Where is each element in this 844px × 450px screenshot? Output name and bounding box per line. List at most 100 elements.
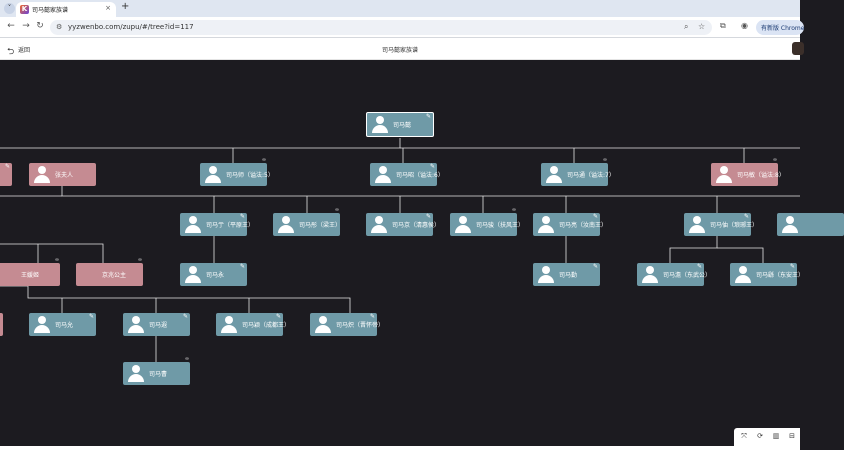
tree-node[interactable]: 司马允 ✎: [29, 313, 96, 336]
person-avatar-icon: [716, 166, 732, 183]
person-avatar-icon: [689, 216, 705, 233]
tab-search-icon[interactable]: ˅: [4, 3, 15, 14]
page-title: 司马懿家族谱: [381, 47, 418, 54]
tree-node[interactable]: 司马昭（谥法:6） ✎: [370, 163, 444, 186]
pencil-icon[interactable]: ✎: [592, 213, 598, 220]
person-avatar-icon: [538, 216, 554, 233]
pencil-icon[interactable]: ✎: [182, 313, 188, 320]
pencil-icon[interactable]: ✎: [4, 163, 10, 170]
link-icon[interactable]: ∞: [261, 157, 266, 163]
zoom-icon[interactable]: ⌕: [684, 22, 689, 31]
reload-icon[interactable]: ↻: [36, 21, 44, 31]
pencil-icon[interactable]: ✎: [425, 113, 431, 120]
pencil-icon[interactable]: ✎: [696, 263, 702, 270]
node-name: 司马通（谥法:7）: [567, 172, 615, 179]
tab-close-icon[interactable]: ×: [105, 4, 111, 12]
tree-node[interactable]: 王媛姬 ∞: [0, 257, 60, 286]
tree-node[interactable]: 司马伷（琅琊王） ✎: [684, 213, 759, 236]
tree-node[interactable]: 司马骏（扶风王） ∞: [450, 207, 525, 236]
refresh-icon[interactable]: ⟳: [757, 432, 763, 440]
node-name: 京兆公主: [102, 272, 127, 279]
link-icon[interactable]: ∞: [511, 207, 516, 213]
link-icon[interactable]: ∞: [772, 157, 777, 163]
forward-nav-icon[interactable]: →: [22, 21, 30, 31]
pencil-icon[interactable]: ✎: [425, 213, 431, 220]
family-tree-canvas[interactable]: 司马懿 ✎ ✎ 张夫人 司马师（谥法:5） ∞ 司马昭（谥法:6） ✎ 司马通（…: [0, 60, 844, 448]
tree-node[interactable]: 司马通（谥法:7） ∞: [541, 157, 615, 186]
node-name: 司马骏（扶风王）: [476, 222, 525, 229]
tree-node[interactable]: 司马遐 ✎: [123, 313, 190, 336]
link-icon[interactable]: ∞: [602, 157, 607, 163]
app-header: ⮌ 返回 司马懿家族谱: [0, 38, 804, 60]
site-favicon-icon: K: [20, 5, 29, 14]
tree-node[interactable]: 司马京（清惠侯） ✎: [366, 213, 440, 236]
url-text[interactable]: yyzwenbo.com/zupu/#/tree?id=117: [68, 23, 194, 31]
node-name: 司马懿: [393, 122, 412, 129]
node-name: 司马繇（东安王）: [756, 272, 805, 279]
person-avatar-icon: [375, 166, 391, 183]
bookmark-star-icon[interactable]: ☆: [698, 22, 706, 31]
tree-node[interactable]: 司马永 ✎: [180, 263, 247, 286]
node-name: 司马师（谥法:5）: [226, 172, 274, 179]
link-icon[interactable]: ∞: [54, 257, 59, 263]
tree-node[interactable]: 司马曹 ∞: [123, 356, 190, 385]
expand-icon[interactable]: ⤧: [741, 432, 747, 440]
pencil-icon[interactable]: ✎: [592, 263, 598, 270]
tree-node[interactable]: 司马敏（谥法:8） ∞: [711, 157, 785, 186]
pencil-icon[interactable]: ✎: [789, 263, 795, 270]
pencil-icon[interactable]: ✎: [239, 213, 245, 220]
tree-node[interactable]: 司马彤（梁王） ∞: [273, 207, 342, 236]
link-icon[interactable]: ∞: [137, 257, 142, 263]
header-action-button[interactable]: [792, 42, 804, 55]
pencil-icon[interactable]: ✎: [369, 313, 375, 320]
node-name: 司马允: [55, 322, 74, 329]
tree-node[interactable]: 张夫人: [29, 163, 96, 186]
tree-node[interactable]: ✎: [0, 163, 12, 186]
tree-node[interactable]: 司马勤 ✎: [533, 263, 600, 286]
arrow-left-icon: ⮌: [7, 47, 15, 57]
pencil-icon[interactable]: ✎: [239, 263, 245, 270]
tree-node[interactable]: [0, 313, 3, 336]
person-avatar-icon: [455, 216, 471, 233]
person-avatar-icon: [372, 116, 388, 133]
delete-icon[interactable]: ▥: [772, 432, 780, 440]
tree-node[interactable]: 司马繇（东安王） ✎: [730, 263, 805, 286]
tree-node[interactable]: 司马亮（汝南王） ✎: [533, 213, 607, 236]
extensions-icon[interactable]: ⧉: [720, 21, 726, 30]
pencil-icon[interactable]: ✎: [275, 313, 281, 320]
tree-node[interactable]: [777, 213, 844, 236]
pencil-icon[interactable]: ✎: [743, 213, 749, 220]
pencil-icon[interactable]: ✎: [429, 163, 435, 170]
link-icon[interactable]: ∞: [184, 356, 189, 362]
node-name: 司马亍（平原王）: [206, 222, 255, 229]
person-avatar-icon: [34, 166, 50, 183]
browser-tab[interactable]: K 司马懿家族谱 ×: [16, 2, 116, 17]
person-avatar-icon: [221, 316, 237, 333]
new-tab-button[interactable]: +: [121, 1, 130, 12]
person-avatar-icon: [371, 216, 387, 233]
back-nav-icon[interactable]: ←: [7, 21, 15, 31]
tree-node[interactable]: 司马炽（晋怀帝） ✎: [310, 313, 385, 336]
pencil-icon[interactable]: ✎: [88, 313, 94, 320]
tree-node[interactable]: 司马亍（平原王） ✎: [180, 213, 255, 236]
browser-tab-bar: ˅ K 司马懿家族谱 × +: [0, 0, 800, 17]
address-bar[interactable]: ⚙ yyzwenbo.com/zupu/#/tree?id=117 ⌕ ☆: [50, 20, 712, 35]
node-name: 司马炽（晋怀帝）: [336, 322, 385, 329]
tree-node[interactable]: 司马颖（成都王） ✎: [216, 313, 290, 336]
tree-node[interactable]: 司马师（谥法:5） ∞: [200, 157, 274, 186]
profile-icon[interactable]: ◉: [741, 21, 748, 30]
person-avatar-icon: [735, 266, 751, 283]
node-name: 司马伷（琅琊王）: [710, 222, 759, 229]
person-avatar-icon: [546, 166, 562, 183]
node-name: 司马彤（梁王）: [299, 222, 342, 229]
tree-node-root[interactable]: 司马懿 ✎: [366, 112, 434, 137]
chrome-update-chip[interactable]: 有新版 Chrome: [756, 20, 804, 35]
tree-node[interactable]: 司马澹（东武公） ✎: [637, 263, 711, 286]
person-avatar-icon: [128, 365, 144, 382]
person-avatar-icon: [782, 216, 798, 233]
node-name: 张夫人: [55, 172, 74, 179]
site-info-icon[interactable]: ⚙: [56, 23, 63, 31]
trash-icon[interactable]: ⊟: [789, 432, 795, 440]
link-icon[interactable]: ∞: [334, 207, 339, 213]
tree-node[interactable]: 京兆公主 ∞: [76, 257, 143, 286]
